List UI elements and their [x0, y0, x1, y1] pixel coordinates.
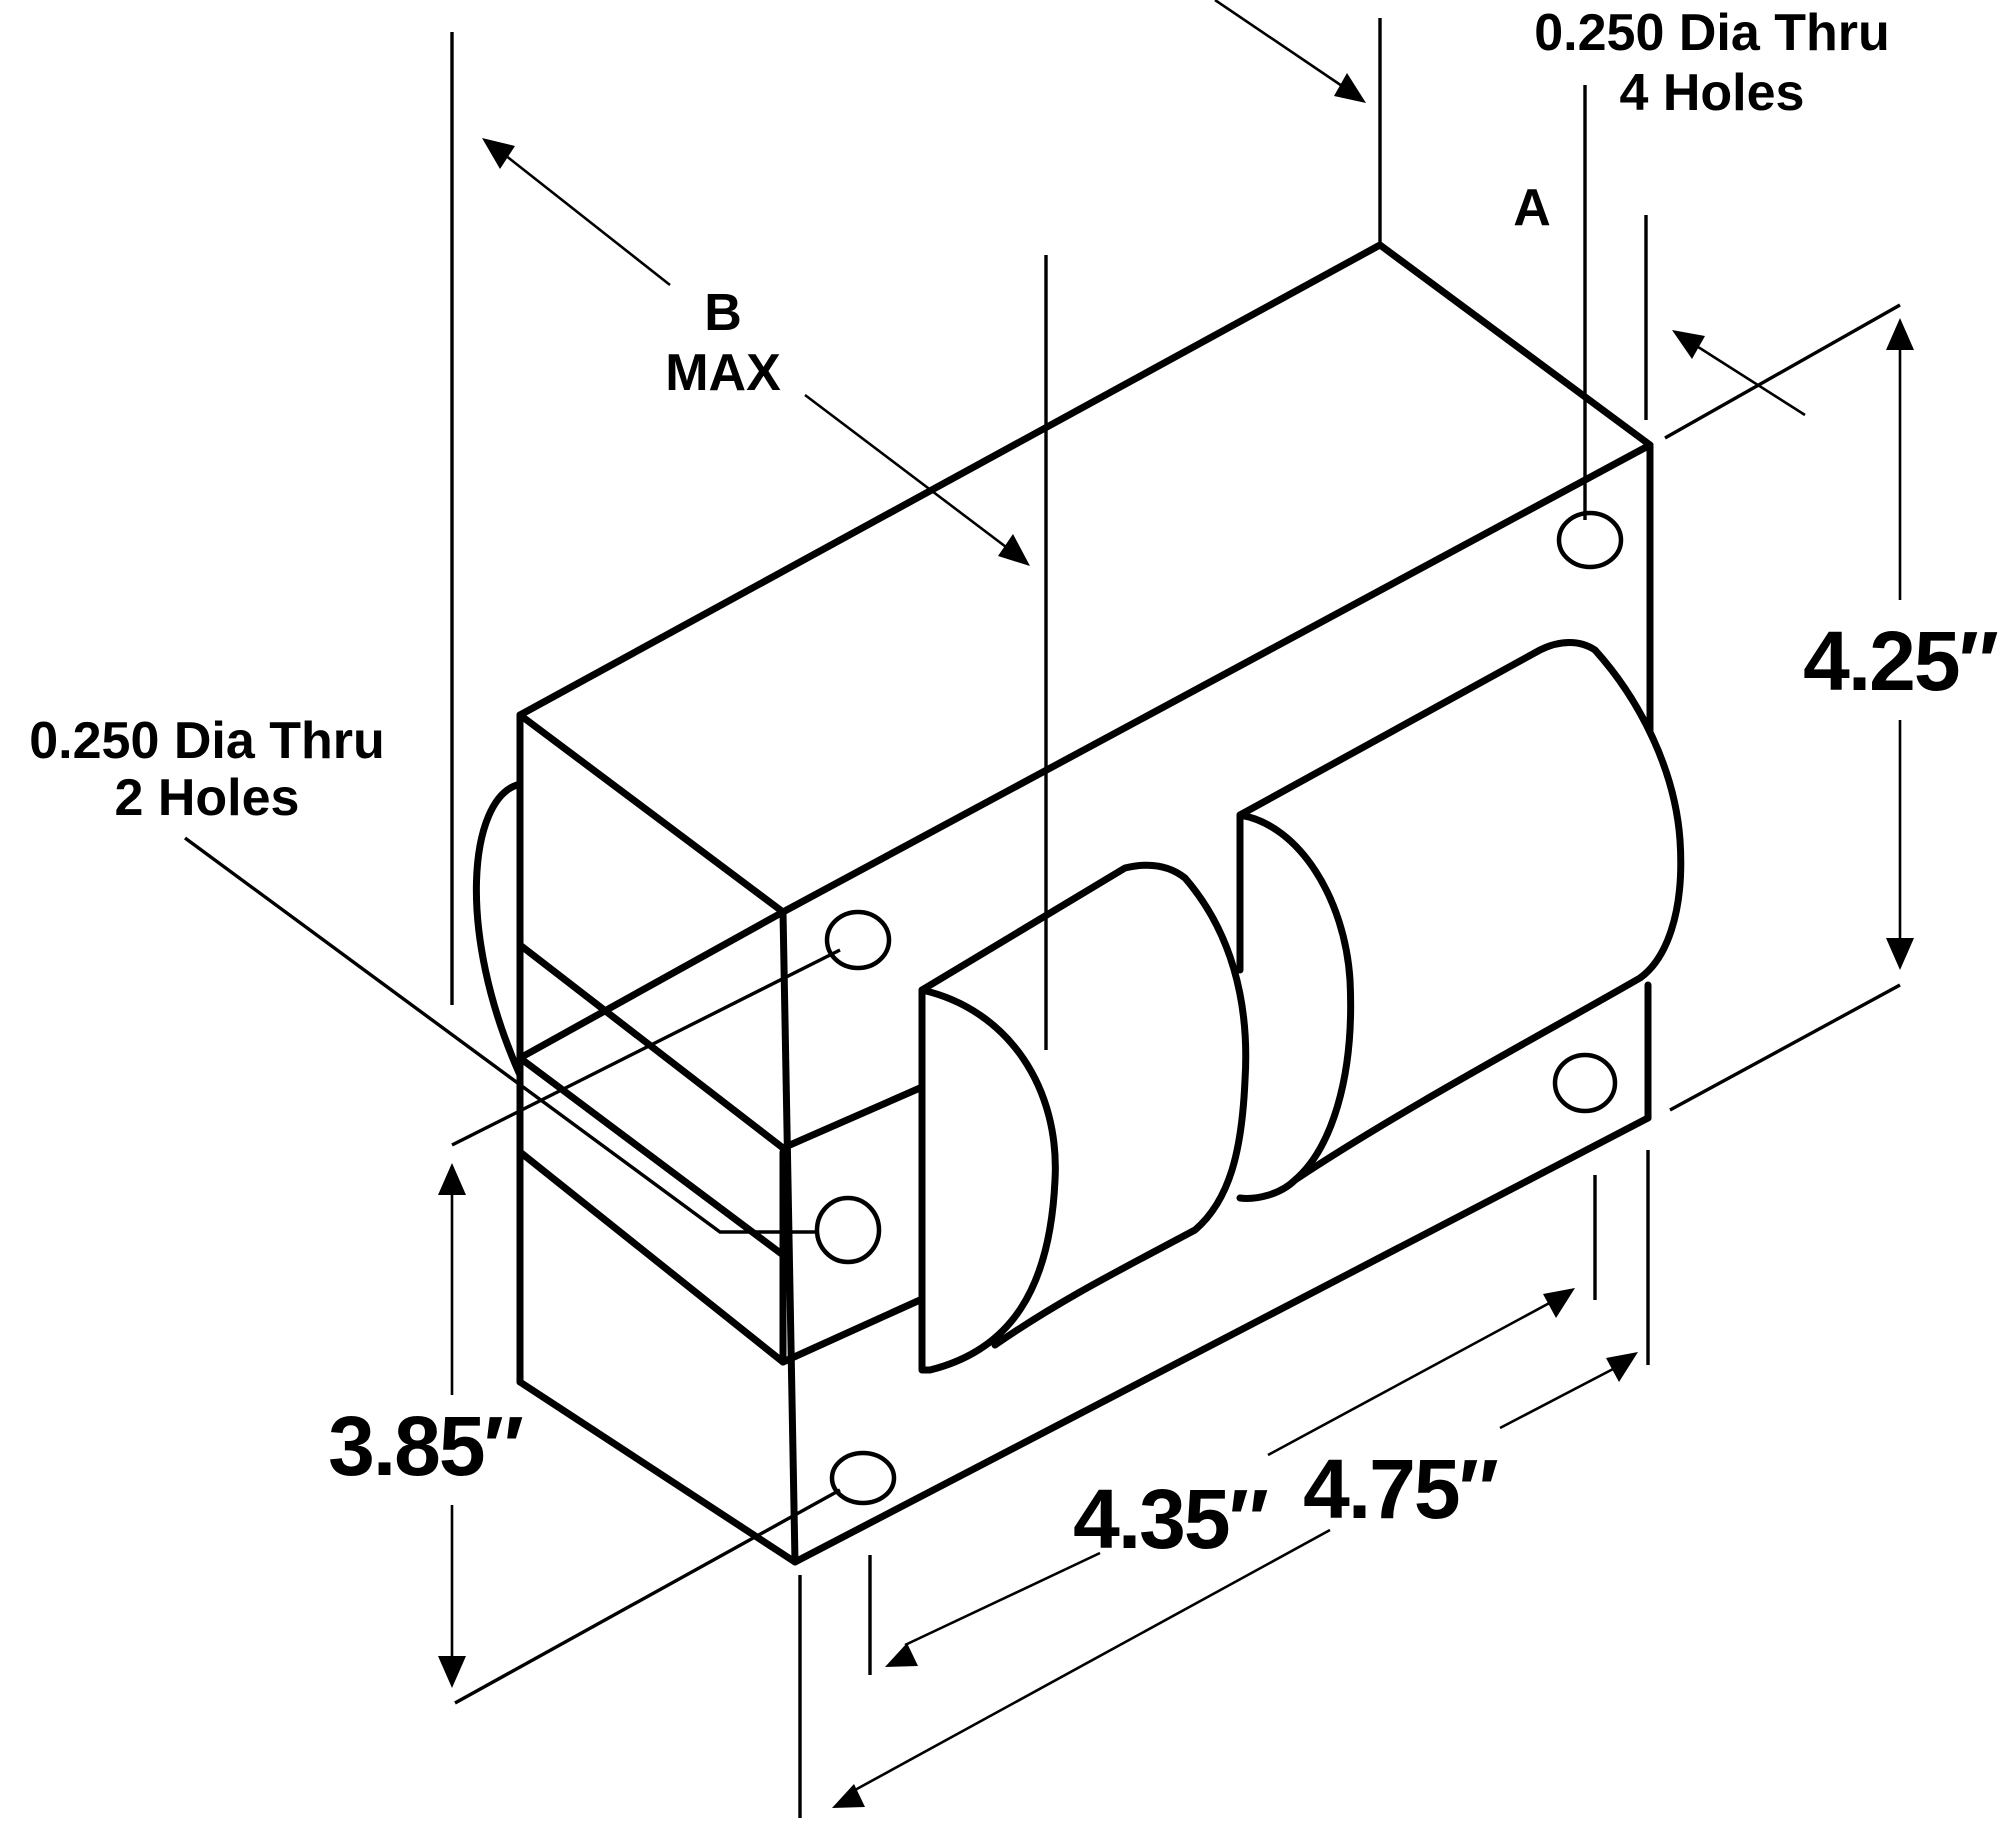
dim-width-value: 3.85″ — [328, 1399, 522, 1493]
ext-diag-right-mid — [1669, 983, 1901, 1112]
ext-diag-left-mid — [451, 948, 841, 1147]
label-a: A — [1513, 179, 1551, 237]
dim-height-arrow-top — [1886, 318, 1914, 350]
top-face-front-edge — [779, 441, 1654, 916]
dim-a-arrow — [1672, 330, 1705, 359]
bottom-face-front-edge — [791, 1114, 1652, 1566]
mounting-holes — [814, 510, 1624, 1506]
dim-length-inner-lower-line — [904, 1551, 1101, 1647]
core-step-upper — [516, 941, 924, 1152]
dim-b-upper-line — [504, 153, 671, 287]
dim-length-outer-upper-line — [1499, 1366, 1616, 1430]
labels: 0.250 Dia Thru 4 Holes 0.250 Dia Thru 2 … — [29, 4, 1999, 1566]
dim-length-inner-arrow-right — [1543, 1288, 1575, 1318]
core-upper-slant — [516, 908, 787, 1062]
coil-front-face — [918, 986, 1059, 1374]
extension-lines — [183, 18, 1901, 1818]
side-holes-leader — [183, 836, 815, 1234]
hole-bottom-right — [1552, 1052, 1618, 1114]
bottom-face-lower-left-edge — [516, 1378, 799, 1566]
side-holes-callout-line1: 0.250 Dia Thru — [29, 712, 384, 770]
top-face-left-edge — [516, 711, 787, 916]
dim-width-arrow-bottom — [438, 1656, 466, 1688]
dim-width-arrow-top — [438, 1163, 466, 1195]
dimension-lines — [438, 0, 1914, 1808]
dim-b-arrow-bottom — [998, 534, 1030, 566]
dim-length-outer-arrow-right — [1606, 1352, 1638, 1382]
dim-height-arrow-bottom — [1886, 938, 1914, 970]
core-step-lower — [516, 1054, 787, 1259]
top-face-outline — [516, 241, 1654, 734]
hole-left-panel — [814, 1195, 882, 1265]
dim-length-inner-value: 4.35″ — [1073, 1472, 1267, 1566]
dim-a-line — [1694, 343, 1806, 417]
hole-top-right — [1556, 510, 1624, 570]
hole-top-left — [824, 909, 892, 971]
dim-b-arrow-top — [482, 138, 515, 169]
label-b-max: MAX — [665, 344, 781, 402]
dim-length-inner-upper-line — [1267, 1298, 1556, 1457]
dim-length-outer-value: 4.75″ — [1303, 1442, 1497, 1536]
core-step-lower-right — [779, 1296, 924, 1366]
left-end-bulge — [472, 781, 524, 1079]
label-b: B — [704, 284, 742, 342]
coil-rear-top — [1236, 639, 1685, 1184]
dim-height-value: 4.25″ — [1803, 614, 1997, 708]
ballast-body — [472, 241, 1685, 1566]
dim-top-diag-arrow — [1334, 73, 1366, 103]
ext-diag-top-right — [1664, 303, 1901, 440]
left-panel-right-edge — [779, 908, 799, 1566]
ext-diag-left-low — [454, 1488, 841, 1705]
side-holes-callout-line2: 2 Holes — [115, 769, 300, 827]
hole-bottom-left — [829, 1450, 897, 1506]
top-holes-callout-line2: 4 Holes — [1620, 64, 1805, 122]
top-holes-callout-line1: 0.250 Dia Thru — [1534, 4, 1889, 62]
dim-length-outer-arrow-left — [832, 1784, 865, 1808]
coil-rear-face — [1236, 811, 1355, 1202]
dim-top-diag-line — [1214, 0, 1346, 90]
dim-length-outer-lower-line — [854, 1528, 1331, 1792]
coil-front-top — [918, 861, 1250, 1349]
dim-b-lower-line — [804, 393, 1011, 552]
dim-length-inner-arrow-left — [885, 1643, 918, 1667]
